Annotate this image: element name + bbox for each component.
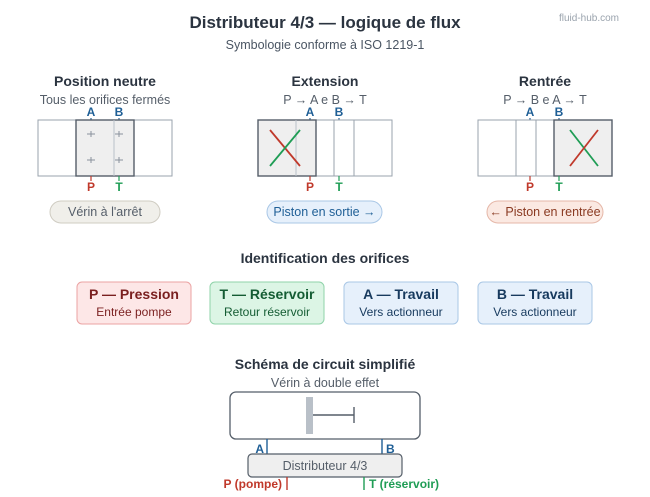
port-p-label: P (87, 180, 95, 194)
port-b-label: B (555, 105, 564, 119)
status-pill (486, 200, 604, 224)
circuit-title: Schéma de circuit simplifié (235, 356, 416, 372)
port-card-a: A — Travail Vers actionneur (343, 281, 459, 325)
port-t-label: T (335, 180, 343, 194)
valve-label: Distributeur 4/3 (283, 459, 368, 473)
position-neutral: Position neutre Tous les orifices fermés… (37, 73, 173, 224)
active-envelope (75, 119, 135, 177)
position-extension: Extension P → A e B → T A B P T Piston e… (257, 73, 393, 224)
port-a-label: A (87, 105, 96, 119)
ports-section-title: Identification des orifices (241, 250, 410, 266)
status-pill (266, 200, 383, 224)
status-text: Piston en sortie → (273, 205, 375, 219)
card-title: T — Réservoir (220, 286, 315, 302)
status-text: Vérin à l'arrêt (68, 205, 142, 219)
page-subtitle: Symbologie conforme à ISO 1219-1 (226, 38, 425, 52)
circuit-label-b: B (386, 442, 395, 456)
flow-tank-line (269, 129, 301, 167)
position-title: Position neutre (54, 73, 156, 89)
circuit-label-p: P (pompe) (224, 477, 282, 491)
port-card-p: P — Pression Entrée pompe (76, 281, 192, 325)
page-title: Distributeur 4/3 — logique de flux (189, 13, 461, 32)
circuit-label-a: A (255, 442, 264, 456)
card-title: B — Travail (497, 286, 573, 302)
port-b-label: B (335, 105, 344, 119)
port-a-label: A (306, 105, 315, 119)
card-subtitle: Retour réservoir (224, 305, 310, 319)
circuit-label-t: T (réservoir) (369, 477, 439, 491)
port-p-label: P (306, 180, 314, 194)
piston (306, 397, 313, 434)
port-card-b: B — Travail Vers actionneur (477, 281, 593, 325)
card-title: A — Travail (363, 286, 439, 302)
card-subtitle: Vers actionneur (359, 305, 442, 319)
status-text: ← Piston en rentrée (489, 205, 600, 219)
position-retraction: Rentrée P → B e A → T A B P T ← Piston e… (477, 73, 613, 224)
circuit-subtitle: Vérin à double effet (271, 376, 380, 390)
active-envelope (257, 119, 317, 177)
position-title: Extension (292, 73, 359, 89)
card-title: P — Pression (89, 286, 179, 302)
status-pill (49, 200, 161, 224)
card-subtitle: Vers actionneur (493, 305, 576, 319)
port-p-label: P (526, 180, 534, 194)
position-title: Rentrée (519, 73, 571, 89)
card-subtitle: Entrée pompe (96, 305, 172, 319)
blocked-port-symbols (87, 131, 123, 163)
port-a-label: A (526, 105, 535, 119)
position-desc: P → A e B → T (283, 93, 367, 107)
port-t-label: T (555, 180, 563, 194)
cylinder (229, 391, 421, 440)
port-t-label: T (115, 180, 123, 194)
position-desc: Tous les orifices fermés (40, 93, 171, 107)
flow-pressure-line (569, 129, 599, 167)
port-b-label: B (115, 105, 124, 119)
valve-box (247, 453, 403, 478)
position-desc: P → B e A → T (503, 93, 587, 107)
port-card-t: T — Réservoir Retour réservoir (209, 281, 325, 325)
brand-label: fluid-hub.com (559, 13, 619, 24)
